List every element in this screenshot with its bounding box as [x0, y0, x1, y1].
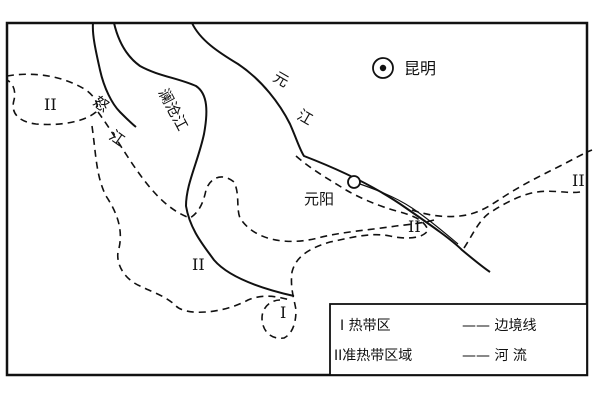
river-lancang: [113, 22, 295, 297]
boundary-right-lower: [463, 190, 581, 249]
river-yuanjiang-branch: [353, 181, 459, 245]
boundary-left-south: [91, 125, 291, 314]
zone-label-ii-top-left: II: [44, 95, 57, 114]
zone-label-ii-yuanyang: II: [408, 217, 421, 236]
kunming-marker: [372, 57, 394, 79]
nujiang-label-2: 江: [106, 127, 129, 150]
zone-label-i-bottom: I: [280, 303, 286, 322]
boundary-right: [411, 149, 593, 218]
boundary-top-left: [6, 73, 99, 126]
zone-boundaries: [6, 73, 593, 340]
legend-box: [329, 303, 588, 376]
river-yuanjiang: [191, 22, 491, 273]
zone-label-ii-center: II: [192, 255, 205, 274]
yuanyang-label: 元阳: [304, 190, 334, 208]
zone-label-ii-right: II: [572, 171, 585, 190]
kunming-label: 昆明: [404, 59, 436, 78]
boundary-yuanyang-zone: [261, 155, 429, 340]
yuanjiang-label-1: 元: [270, 68, 292, 91]
boundary-central: [97, 111, 435, 243]
legend-river: —— 河 流: [462, 348, 527, 364]
legend-subtropical: II准热带区域: [334, 348, 412, 364]
legend-border: —— 边境线: [462, 318, 536, 334]
legend: I 热带区 —— 边境线 II准热带区域 —— 河 流: [329, 303, 588, 376]
yuanyang-marker: [347, 175, 361, 189]
lancang-label: 澜沧江: [154, 85, 191, 133]
yuanjiang-label-2: 江: [294, 106, 316, 129]
legend-tropical: I 热带区: [340, 318, 391, 334]
map-frame: [5, 21, 589, 377]
river-nujiang: [91, 22, 137, 128]
